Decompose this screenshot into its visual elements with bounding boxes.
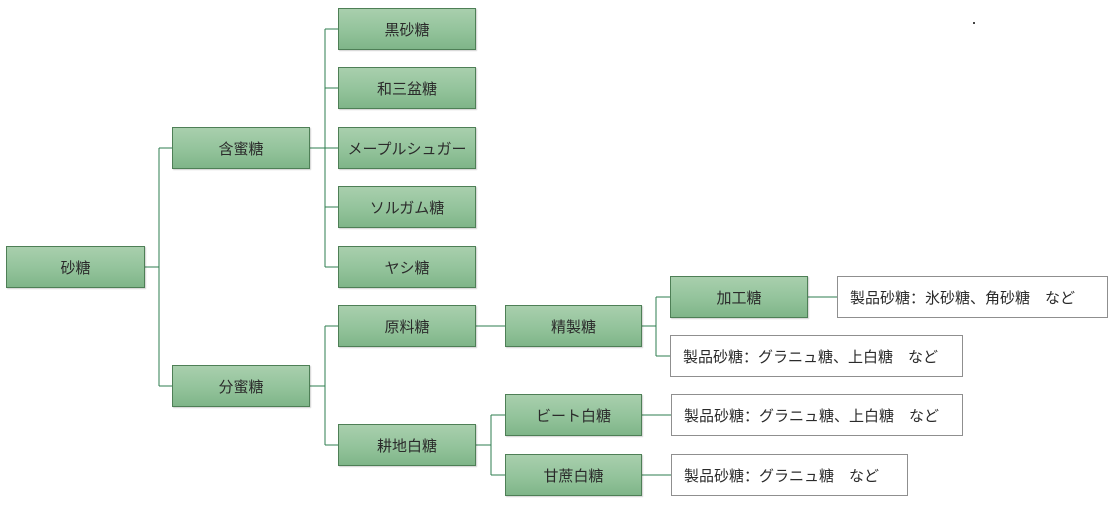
node-wasanbon[interactable]: 和三盆糖	[338, 67, 476, 109]
node-bunmitsu[interactable]: 分蜜糖	[172, 365, 310, 407]
product-box-processed: 製品砂糖：氷砂糖、角砂糖 など	[837, 276, 1108, 318]
node-cane-white-sugar[interactable]: 甘蔗白糖	[505, 454, 642, 496]
node-raw-sugar[interactable]: 原料糖	[338, 305, 476, 347]
product-box-cane: 製品砂糖：グラニュ糖 など	[671, 454, 908, 496]
node-sorghum-sugar[interactable]: ソルガム糖	[338, 186, 476, 228]
node-plantation-white-sugar[interactable]: 耕地白糖	[338, 424, 476, 466]
node-refined-sugar[interactable]: 精製糖	[505, 305, 642, 347]
product-box-refined: 製品砂糖：グラニュ糖、上白糖 など	[670, 335, 963, 377]
node-root-sugar[interactable]: 砂糖	[6, 246, 145, 288]
node-processed-sugar[interactable]: 加工糖	[670, 276, 808, 318]
node-ganmitsu[interactable]: 含蜜糖	[172, 127, 310, 169]
node-kokuto[interactable]: 黒砂糖	[338, 8, 476, 50]
node-maple-sugar[interactable]: メープルシュガー	[338, 127, 476, 169]
stray-dot	[973, 22, 975, 24]
node-palm-sugar[interactable]: ヤシ糖	[338, 246, 476, 288]
product-box-beet: 製品砂糖：グラニュ糖、上白糖 など	[671, 394, 963, 436]
node-beet-white-sugar[interactable]: ビート白糖	[505, 394, 642, 436]
